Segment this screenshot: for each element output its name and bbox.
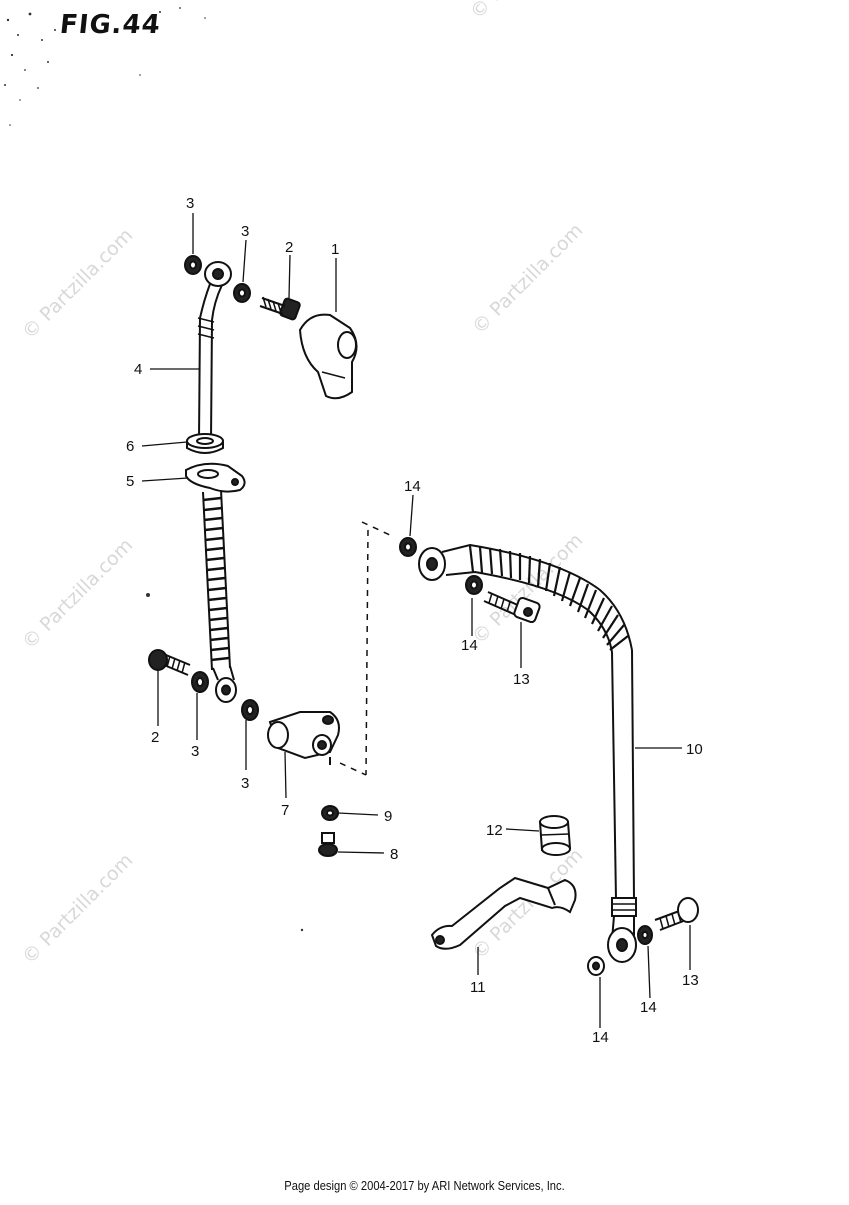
part-14-washer-middle[interactable] [465,575,483,595]
leader-lines [141,213,691,1028]
callout-2: 2 [285,239,293,256]
callout-7: 7 [281,802,289,819]
part-13-bolt-lower[interactable] [654,897,699,931]
callout-12: 12 [486,822,503,839]
callout-3: 3 [191,743,199,760]
callout-10: 10 [686,741,703,758]
part-13-bolt-upper[interactable] [483,591,541,624]
callout-13: 13 [682,972,699,989]
watermark: © Partzilla.com [468,219,587,338]
part-3-washer-lower-left[interactable] [191,671,209,693]
part-3-washer-upper-left[interactable] [184,255,202,275]
callout-5: 5 [126,473,134,490]
callout-1: 1 [331,241,339,258]
callout-6: 6 [126,438,134,455]
callout-9: 9 [384,808,392,825]
callout-labels: 3 3 2 1 4 6 5 14 14 13 2 3 3 7 9 8 10 12… [126,195,703,1046]
part-3-washer-lower-right[interactable] [241,699,259,721]
part-7-union[interactable] [267,711,340,765]
part-3-washer-upper-right[interactable] [233,283,251,303]
callout-13: 13 [513,671,530,688]
part-12-grommet[interactable] [538,815,572,856]
part-8-screw[interactable] [318,832,338,857]
part-4-oil-pipe-upper[interactable] [197,261,232,441]
watermark: © Partzilla.com [18,534,137,653]
callout-14: 14 [404,478,421,495]
watermark: © Partzilla.com [18,224,137,343]
callout-2: 2 [151,729,159,746]
callout-3: 3 [186,195,194,212]
part-1-cap[interactable] [298,313,358,400]
page-footer: Page design © 2004-2017 by ARI Network S… [284,1178,565,1193]
callout-3: 3 [241,775,249,792]
callout-14: 14 [592,1029,609,1046]
part-14-washer-lower-left[interactable] [587,956,605,976]
part-11-bracket[interactable] [430,876,577,950]
part-14-washer-lower-right[interactable] [637,925,653,945]
watermark: © Partzilla.com [466,0,585,24]
callout-11: 11 [470,979,486,996]
part-10-oil-pipe[interactable] [418,543,637,963]
callout-14: 14 [461,637,478,654]
part-2-bolt-lower[interactable] [148,649,191,676]
callout-14: 14 [640,999,657,1016]
part-6-grommet[interactable] [186,433,224,454]
part-5-clamp[interactable] [185,462,246,493]
dashed-guide-line [339,521,393,776]
watermark: © Partzilla.com [18,849,137,968]
scan-noise [4,7,304,932]
figure-title: FIG.44 [58,10,163,40]
part-4-flexible-hose[interactable] [202,489,237,703]
callout-3: 3 [241,223,249,240]
callout-8: 8 [390,846,398,863]
callout-4: 4 [134,361,142,378]
part-2-bolt-upper[interactable] [259,296,301,321]
part-9-washer[interactable] [321,805,339,821]
part-14-washer-top[interactable] [399,537,417,557]
